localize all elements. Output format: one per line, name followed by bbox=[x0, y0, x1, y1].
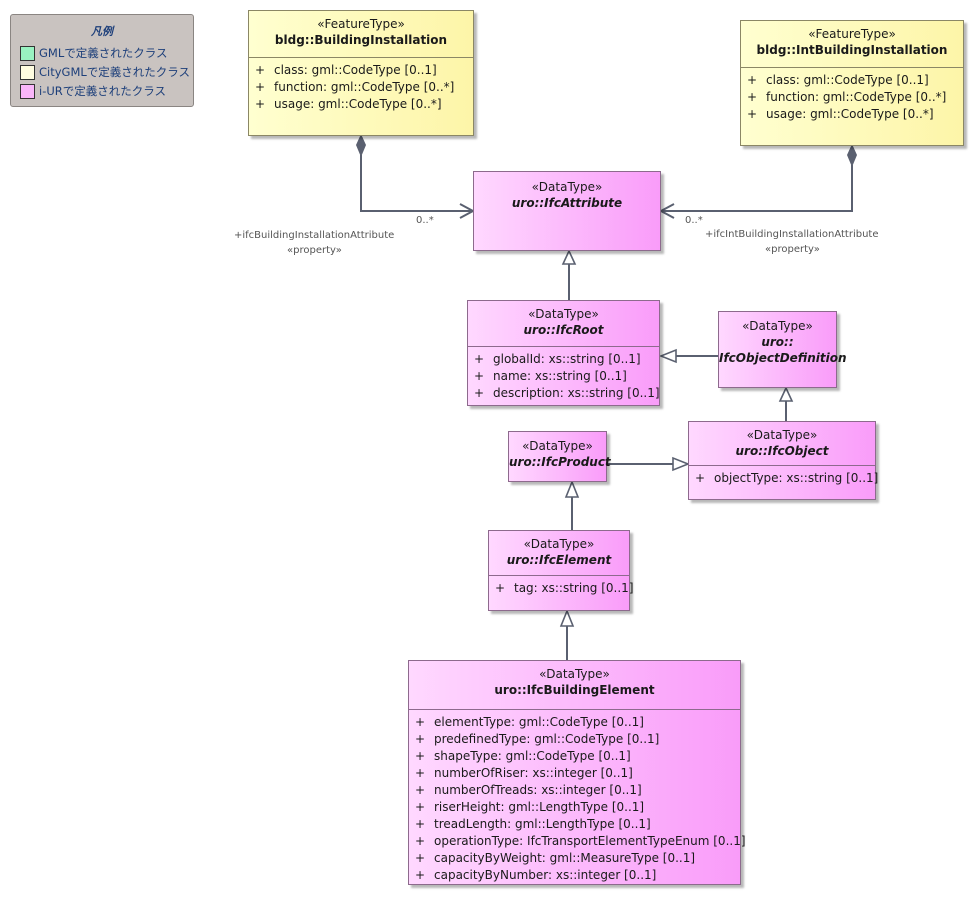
attribute-row: +function: gml::CodeType [0..*] bbox=[255, 80, 455, 94]
legend-swatch-gml bbox=[20, 45, 35, 61]
stereotype-label: «DataType» bbox=[522, 439, 593, 453]
stereotype-label: «FeatureType» bbox=[808, 27, 896, 41]
composition-building-installation bbox=[360, 155, 473, 212]
generalization-triangle-ifc-object-definition bbox=[778, 386, 794, 402]
legend-swatch-iur bbox=[20, 83, 35, 99]
attribute-row: +numberOfTreads: xs::integer [0..1] bbox=[415, 783, 642, 797]
arrowhead-open-right bbox=[658, 203, 675, 219]
class-ifc-element[interactable]: «DataType» uro::IfcElement +tag: xs::str… bbox=[488, 530, 634, 611]
class-ifc-root[interactable]: «DataType» uro::IfcRoot +globalId: xs::s… bbox=[467, 300, 660, 406]
multiplicity-label-left: 0..* bbox=[416, 215, 434, 226]
role-stereotype-left: «property» bbox=[287, 245, 342, 256]
attribute-row: +description: xs::string [0..1] bbox=[474, 386, 660, 400]
class-name: uro::IfcAttribute bbox=[511, 196, 623, 210]
attribute-row: +globalId: xs::string [0..1] bbox=[474, 352, 641, 366]
stereotype-label: «DataType» bbox=[746, 428, 818, 442]
stereotype-label: «FeatureType» bbox=[317, 17, 405, 31]
attribute-row: +capacityByNumber: xs::integer [0..1] bbox=[415, 868, 657, 882]
stereotype-label: «DataType» bbox=[531, 180, 603, 194]
class-name: bldg::BuildingInstallation bbox=[274, 33, 448, 47]
attribute-row: +objectType: xs::string [0..1] bbox=[695, 471, 879, 485]
stereotype-label: «DataType» bbox=[528, 307, 599, 321]
class-name: bldg::IntBuildingInstallation bbox=[756, 43, 948, 57]
generalization-triangle-ifc-element bbox=[559, 608, 575, 627]
class-ifc-object[interactable]: «DataType» uro::IfcObject +objectType: x… bbox=[688, 421, 879, 500]
legend: 凡例 GMLで定義されたクラス CityGMLで定義されたクラス i-URで定義… bbox=[10, 14, 194, 107]
stereotype-label: «DataType» bbox=[523, 537, 595, 551]
attribute-row: +name: xs::string [0..1] bbox=[474, 369, 627, 383]
class-name: uro::IfcProduct bbox=[509, 455, 611, 469]
class-name-line2: IfcObjectDefinition bbox=[719, 351, 847, 365]
class-ifc-building-element[interactable]: «DataType» uro::IfcBuildingElement +elem… bbox=[408, 660, 746, 885]
attribute-row: +operationType: IfcTransportElementTypeE… bbox=[415, 834, 746, 848]
attribute-row: +numberOfRiser: xs::integer [0..1] bbox=[415, 766, 633, 780]
attribute-row: +shapeType: gml::CodeType [0..1] bbox=[415, 749, 631, 763]
legend-item-iur: i-URで定義されたクラス bbox=[20, 83, 166, 100]
attribute-row: +class: gml::CodeType [0..1] bbox=[255, 63, 437, 77]
attribute-row: +class: gml::CodeType [0..1] bbox=[747, 73, 929, 87]
class-name: uro::IfcElement bbox=[506, 553, 612, 567]
attribute-row: +tag: xs::string [0..1] bbox=[495, 581, 634, 595]
legend-swatch-citygml bbox=[20, 64, 35, 80]
attribute-row: +function: gml::CodeType [0..*] bbox=[747, 90, 947, 104]
class-name: uro::IfcRoot bbox=[523, 323, 604, 337]
attribute-row: +treadLength: gml::LengthType [0..1] bbox=[415, 817, 651, 831]
role-label-right: +ifcIntBuildingInstallationAttribute bbox=[705, 229, 879, 240]
role-stereotype-right: «property» bbox=[765, 244, 820, 255]
stereotype-label: «DataType» bbox=[539, 667, 610, 681]
attribute-row: +usage: gml::CodeType [0..*] bbox=[255, 97, 442, 111]
multiplicity-label-right: 0..* bbox=[685, 215, 703, 226]
class-name-line1: uro:: bbox=[761, 335, 794, 349]
class-name: uro::IfcBuildingElement bbox=[494, 683, 655, 697]
composition-diamond-left bbox=[356, 134, 366, 157]
stereotype-label: «DataType» bbox=[742, 319, 813, 333]
class-ifc-object-definition[interactable]: «DataType» uro:: IfcObjectDefinition bbox=[718, 311, 847, 388]
attribute-row: +predefinedType: gml::CodeType [0..1] bbox=[415, 732, 660, 746]
composition-int-building-installation bbox=[661, 165, 853, 212]
generalization-triangle-ifc-object bbox=[672, 456, 691, 472]
attribute-row: +elementType: gml::CodeType [0..1] bbox=[415, 715, 644, 729]
class-ifc-attribute[interactable]: «DataType» uro::IfcAttribute bbox=[473, 171, 661, 251]
class-ifc-product[interactable]: «DataType» uro::IfcProduct bbox=[508, 431, 611, 482]
class-int-building-installation[interactable]: «FeatureType» bldg::IntBuildingInstallat… bbox=[740, 20, 964, 146]
class-name: uro::IfcObject bbox=[735, 444, 829, 458]
legend-item-gml: GMLで定義されたクラス bbox=[20, 45, 168, 62]
class-building-installation[interactable]: «FeatureType» bldg::BuildingInstallation… bbox=[248, 10, 474, 136]
composition-diamond-right bbox=[847, 144, 857, 167]
generalization-triangle-ifc-product bbox=[564, 479, 580, 498]
attribute-row: +usage: gml::CodeType [0..*] bbox=[747, 107, 934, 121]
attribute-row: +capacityByWeight: gml::MeasureType [0..… bbox=[415, 851, 696, 865]
legend-item-citygml: CityGMLで定義されたクラス bbox=[20, 64, 190, 81]
attribute-row: +riserHeight: gml::LengthType [0..1] bbox=[415, 800, 645, 814]
legend-title: 凡例 bbox=[91, 25, 113, 38]
role-label-left: +ifcBuildingInstallationAttribute bbox=[234, 230, 395, 241]
generalization-triangle-ifc-root bbox=[658, 348, 677, 364]
generalization-triangle-ifc-attribute bbox=[561, 249, 577, 265]
